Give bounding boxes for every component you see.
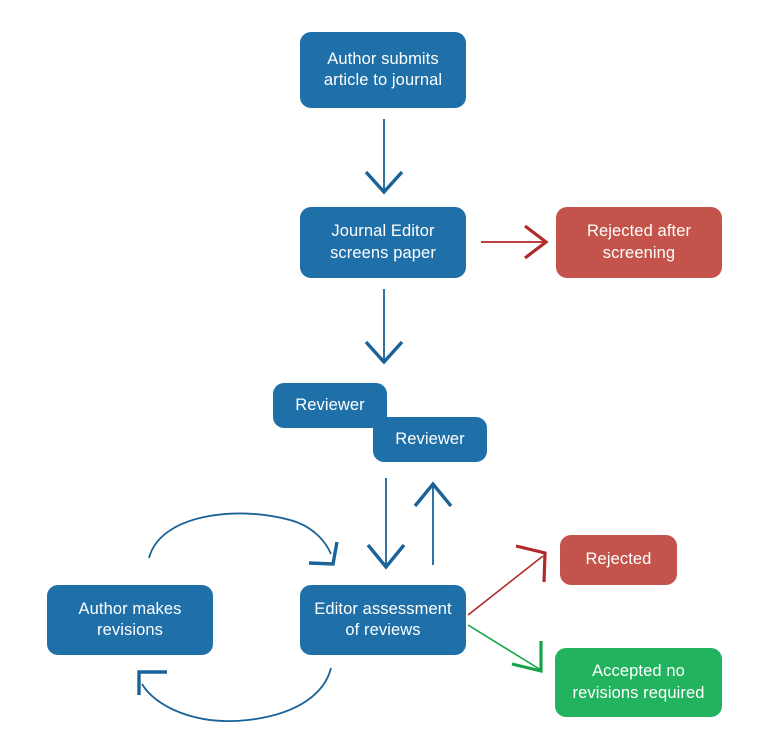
edge-submit-to-screen bbox=[364, 119, 404, 195]
edge-screen-to-reviewer bbox=[364, 289, 404, 365]
edge-screen-to-rejected-after-screening bbox=[481, 224, 549, 260]
node-label: Rejected bbox=[585, 550, 652, 569]
node-reviewer-1[interactable]: Reviewer bbox=[273, 383, 387, 428]
edge-assessment-to-reviewer bbox=[413, 481, 453, 565]
edge-assessment-to-revisions-arc bbox=[137, 667, 332, 722]
node-label: Reviewer bbox=[395, 429, 465, 448]
edge-revisions-to-assessment-arc bbox=[148, 512, 339, 566]
edge-reviewer-to-assessment bbox=[366, 478, 406, 570]
node-rejected[interactable]: Rejected bbox=[560, 535, 677, 585]
node-reviewer-2[interactable]: Reviewer bbox=[373, 417, 487, 462]
node-label: Reviewer bbox=[295, 395, 365, 414]
edge-assessment-to-rejected bbox=[467, 544, 547, 616]
edge-assessment-to-accepted bbox=[467, 624, 543, 674]
